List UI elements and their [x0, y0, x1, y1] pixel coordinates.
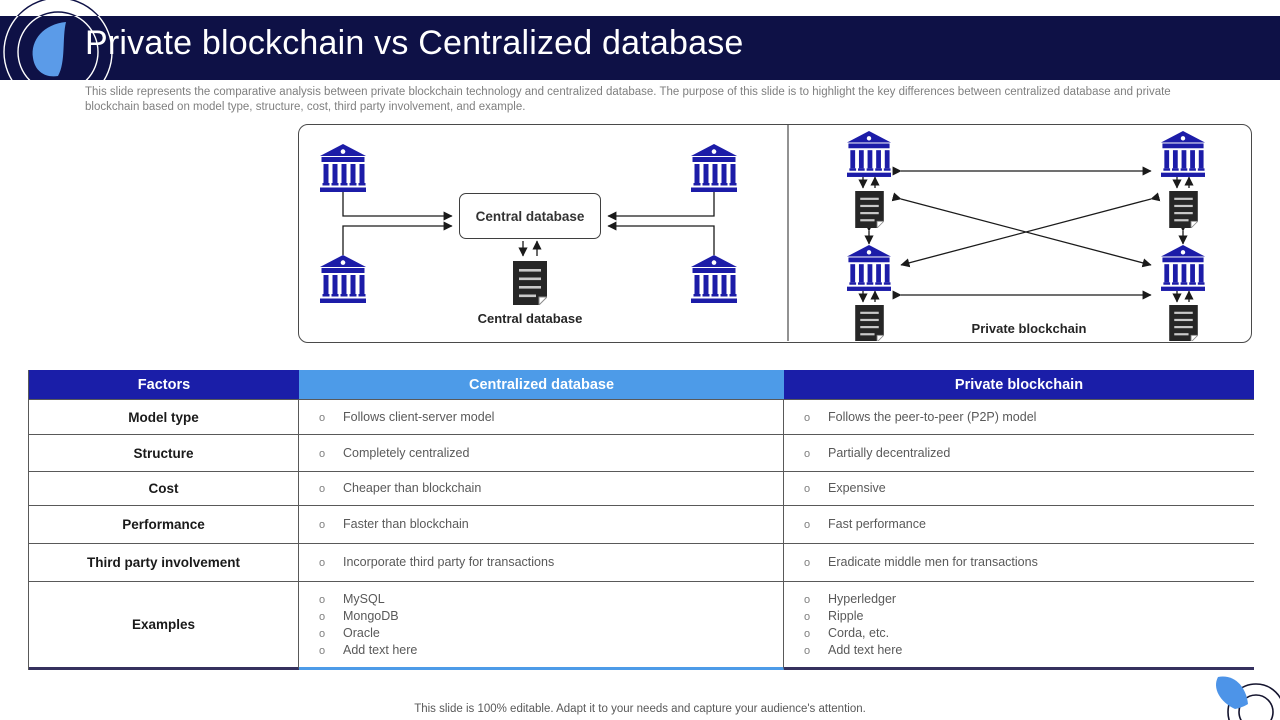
table-cell: o Eradicate middle men for transactions — [784, 543, 1254, 581]
document-icon — [513, 261, 547, 305]
page-title: Private blockchain vs Centralized databa… — [85, 24, 744, 62]
table-cell: o Cheaper than blockchain — [299, 471, 784, 505]
centralized-arrows — [342, 192, 715, 257]
cell-text: Add text here — [343, 642, 418, 657]
factor-label: Structure — [29, 434, 299, 471]
bank-icon — [847, 131, 891, 177]
table-cell: o Incorporate third party for transaction… — [299, 543, 784, 581]
table-cell: o Expensive — [784, 471, 1254, 505]
bank-icon — [691, 144, 737, 192]
factor-label: Performance — [29, 505, 299, 543]
cell-text: Follows client-server model — [343, 409, 495, 424]
document-icon — [1169, 191, 1198, 228]
bullet: o — [804, 519, 811, 531]
bullet: o — [319, 519, 326, 531]
bank-icon — [691, 255, 737, 303]
private-blockchain-caption: Private blockchain — [971, 321, 1087, 336]
cell-text: Follows the peer-to-peer (P2P) model — [828, 409, 1037, 424]
document-icon — [855, 305, 884, 341]
cell-text: Fast performance — [828, 517, 926, 531]
cell-text: Hyperledger — [828, 591, 897, 606]
bank-icon — [320, 255, 366, 303]
bullet: o — [319, 411, 326, 424]
bullet: o — [319, 483, 326, 495]
bullet: o — [319, 557, 326, 569]
factor-label: Examples — [29, 581, 299, 670]
bank-icon — [1161, 131, 1205, 177]
cell-text: Faster than blockchain — [343, 517, 469, 531]
slide-description: This slide represents the comparative an… — [85, 86, 1171, 114]
column-header-centralized: Centralized database — [299, 370, 784, 399]
cell-text: Completely centralized — [343, 445, 470, 460]
document-icon — [1169, 305, 1198, 341]
column-header-factors: Factors — [29, 370, 299, 399]
bullet: o — [319, 627, 326, 640]
cell-text: Expensive — [828, 481, 886, 495]
central-database-caption: Central database — [477, 311, 583, 326]
cell-text: Oracle — [343, 625, 380, 640]
comparison-table: Factors Centralized database Private blo… — [28, 370, 1254, 670]
cell-text: Corda, etc. — [828, 625, 890, 640]
table-cell: o Fast performance — [784, 505, 1254, 543]
bullet: o — [804, 557, 811, 569]
bullet: o — [319, 610, 326, 623]
factor-label: Third party involvement — [29, 543, 299, 581]
table-cell: o Completely centralized — [299, 434, 784, 471]
bullet: o — [804, 483, 811, 495]
bullet: o — [804, 610, 811, 623]
bank-icon — [1161, 245, 1205, 291]
header-band — [0, 16, 1280, 80]
factor-label: Cost — [29, 471, 299, 505]
cell-text: MySQL — [343, 591, 385, 606]
bullet: o — [804, 447, 811, 460]
bank-icon — [320, 144, 366, 192]
cell-text: MongoDB — [343, 608, 399, 623]
bullet: o — [804, 411, 811, 424]
table-cell: o Partially decentralized — [784, 434, 1254, 471]
cell-text: Cheaper than blockchain — [343, 481, 482, 495]
cell-text: Ripple — [828, 608, 864, 623]
cell-text: Add text here — [828, 642, 903, 657]
document-icon — [855, 191, 884, 228]
bullet: o — [319, 644, 326, 657]
bullet: o — [319, 593, 326, 606]
table-cell: o Faster than blockchain — [299, 505, 784, 543]
central-database-box: Central database — [459, 193, 601, 239]
editable-note: This slide is 100% editable. Adapt it to… — [414, 703, 866, 715]
bullet: o — [804, 627, 811, 640]
table-cell: o Follows client-server model — [299, 399, 784, 434]
cell-text: Partially decentralized — [828, 445, 951, 460]
cell-text: Eradicate middle men for transactions — [828, 555, 1038, 569]
column-header-blockchain: Private blockchain — [784, 370, 1254, 399]
bullet: o — [804, 644, 811, 657]
factor-label: Model type — [29, 399, 299, 434]
diagram-panel: Central database Central database Privat… — [298, 124, 1252, 343]
bank-icon — [847, 245, 891, 291]
cell-text: Incorporate third party for transactions — [343, 555, 555, 569]
bullet: o — [804, 593, 811, 606]
table-cell: o Follows the peer-to-peer (P2P) model — [784, 399, 1254, 434]
diagram-canvas — [320, 125, 1205, 341]
blockchain-arrows — [858, 166, 1194, 303]
bullet: o — [319, 447, 326, 460]
